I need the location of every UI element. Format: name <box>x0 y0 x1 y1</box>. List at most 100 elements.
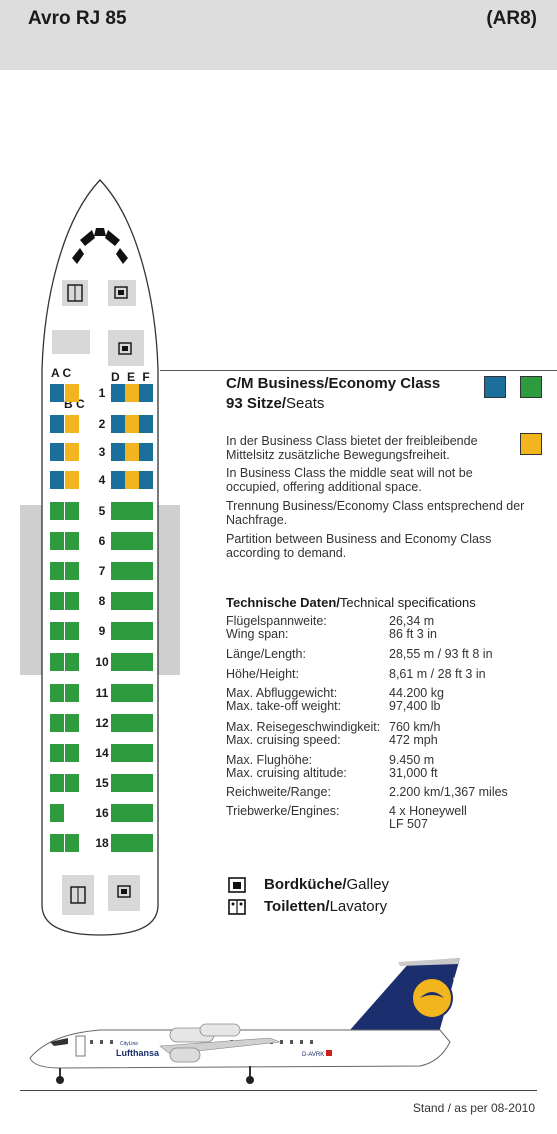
seat-row-6-f[interactable] <box>139 532 153 550</box>
seat-row-6-e[interactable] <box>125 532 139 550</box>
seat-row-8-f[interactable] <box>139 592 153 610</box>
seat-row-18-e[interactable] <box>125 834 139 852</box>
seat-row-1-c[interactable] <box>65 384 79 402</box>
row-number: 18 <box>95 836 109 850</box>
seat-row-10-e[interactable] <box>125 653 139 671</box>
tech-heading-de: Technische Daten/ <box>226 595 340 610</box>
info-paragraph-en-2: Partition between Business and Economy C… <box>226 532 492 560</box>
seat-row-14-a[interactable] <box>50 744 64 762</box>
seat-row-5-d[interactable] <box>111 502 125 520</box>
spec-label: Max. Flughöhe: <box>226 753 313 767</box>
seat-row-15-d[interactable] <box>111 774 125 792</box>
seat-row-12-d[interactable] <box>111 714 125 732</box>
seat-row-18-d[interactable] <box>111 834 125 852</box>
seat-row-18-a[interactable] <box>50 834 64 852</box>
seat-row-6-d[interactable] <box>111 532 125 550</box>
seat-row-5-c[interactable] <box>65 502 79 520</box>
seat-row-8-c[interactable] <box>65 592 79 610</box>
seat-row-3-d[interactable] <box>111 443 125 461</box>
seat-row-11-a[interactable] <box>50 684 64 702</box>
right-wing <box>156 505 180 675</box>
lavatory-icon <box>228 899 246 915</box>
seat-row-8-a[interactable] <box>50 592 64 610</box>
seat-row-5-f[interactable] <box>139 502 153 520</box>
seat-row-9-a[interactable] <box>50 622 64 640</box>
seat-row-11-d[interactable] <box>111 684 125 702</box>
seat-row-4-a[interactable] <box>50 471 64 489</box>
seat-row-14-f[interactable] <box>139 744 153 762</box>
seat-row-15-c[interactable] <box>65 774 79 792</box>
seat-row-3-f[interactable] <box>139 443 153 461</box>
seat-row-10-a[interactable] <box>50 653 64 671</box>
seat-row-9-e[interactable] <box>125 622 139 640</box>
seat-row-4-e[interactable] <box>125 471 139 489</box>
seat-row-8-e[interactable] <box>125 592 139 610</box>
seat-row-12-a[interactable] <box>50 714 64 732</box>
seat-row-1-f[interactable] <box>139 384 153 402</box>
seat-row-4-d[interactable] <box>111 471 125 489</box>
seat-row-15-a[interactable] <box>50 774 64 792</box>
seat-row-14-d[interactable] <box>111 744 125 762</box>
spec-value: 472 mph <box>389 733 438 747</box>
seat-row-15-f[interactable] <box>139 774 153 792</box>
seat-row-16-d[interactable] <box>111 804 125 822</box>
seat-row-5-e[interactable] <box>125 502 139 520</box>
seat-row-6-a[interactable] <box>50 532 64 550</box>
seat-row-16-e[interactable] <box>125 804 139 822</box>
row-number: 14 <box>95 746 109 760</box>
seat-row-9-c[interactable] <box>65 622 79 640</box>
seat-row-2-d[interactable] <box>111 415 125 433</box>
seat-row-1-e[interactable] <box>125 384 139 402</box>
seat-row-1-d[interactable] <box>111 384 125 402</box>
seat-row-14-e[interactable] <box>125 744 139 762</box>
seat-row-6-c[interactable] <box>65 532 79 550</box>
spec-value: 31,000 ft <box>389 766 438 780</box>
seat-row-5-a[interactable] <box>50 502 64 520</box>
seat-row-2-e[interactable] <box>125 415 139 433</box>
cabin-class-title: C/M Business/Economy Class <box>226 375 441 392</box>
seat-row-7-e[interactable] <box>125 562 139 580</box>
seat-row-18-f[interactable] <box>139 834 153 852</box>
seat-row-16-a[interactable] <box>50 804 64 822</box>
seat-row-7-f[interactable] <box>139 562 153 580</box>
seat-row-11-e[interactable] <box>125 684 139 702</box>
seat-row-10-c[interactable] <box>65 653 79 671</box>
footer-line <box>20 1090 537 1091</box>
seat-row-1-a[interactable] <box>50 384 64 402</box>
seat-row-7-c[interactable] <box>65 562 79 580</box>
seat-row-3-c[interactable] <box>65 443 79 461</box>
seat-row-9-f[interactable] <box>139 622 153 640</box>
seat-row-16-f[interactable] <box>139 804 153 822</box>
seat-row-3-e[interactable] <box>125 443 139 461</box>
seat-row-7-d[interactable] <box>111 562 125 580</box>
seat-row-18-c[interactable] <box>65 834 79 852</box>
seat-row-2-f[interactable] <box>139 415 153 433</box>
seat-row-11-f[interactable] <box>139 684 153 702</box>
seat-row-4-f[interactable] <box>139 471 153 489</box>
left-wing <box>20 505 44 675</box>
seat-row-9-d[interactable] <box>111 622 125 640</box>
seat-row-12-f[interactable] <box>139 714 153 732</box>
seat-row-8-d[interactable] <box>111 592 125 610</box>
seat-row-14-c[interactable] <box>65 744 79 762</box>
row-number: 10 <box>95 655 109 669</box>
seat-row-10-f[interactable] <box>139 653 153 671</box>
lavatory-key-en: Lavatory <box>329 898 388 915</box>
seat-row-2-c[interactable] <box>65 415 79 433</box>
spec-value: 9.450 m <box>389 753 435 767</box>
galley-key: Bordküche/Galley <box>228 876 389 893</box>
seat-row-3-a[interactable] <box>50 443 64 461</box>
seat-row-7-a[interactable] <box>50 562 64 580</box>
spec-label: Max. cruising speed: <box>226 733 341 747</box>
seat-count-value: 93 Sitze/ <box>226 395 287 412</box>
header-bar: Avro RJ 85 (AR8) <box>0 0 557 70</box>
seat-row-10-d[interactable] <box>111 653 125 671</box>
seat-row-12-e[interactable] <box>125 714 139 732</box>
seat-row-2-a[interactable] <box>50 415 64 433</box>
seat-row-15-e[interactable] <box>125 774 139 792</box>
row-number: 15 <box>95 776 109 790</box>
seat-row-4-c[interactable] <box>65 471 79 489</box>
spec-label: Reichweite/Range: <box>226 785 331 799</box>
seat-row-11-c[interactable] <box>65 684 79 702</box>
seat-row-12-c[interactable] <box>65 714 79 732</box>
